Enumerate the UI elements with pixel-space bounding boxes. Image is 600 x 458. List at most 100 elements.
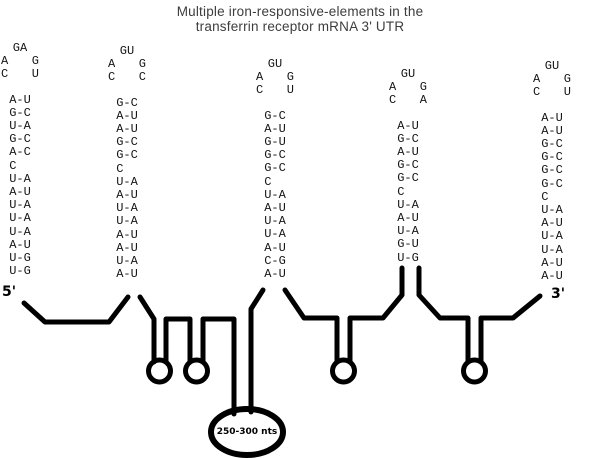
loop-base: C <box>108 70 116 85</box>
base-pair: A-U <box>9 185 31 200</box>
base-pair: A-U <box>9 237 31 252</box>
base-pair: A-U <box>397 118 419 133</box>
five-prime-end-label: 5' <box>2 284 17 300</box>
base-pair: A-U <box>541 110 563 125</box>
base-pair: U-A <box>9 171 31 186</box>
small-hairpin-loop-1 <box>146 357 173 385</box>
loop-base: A <box>1 54 9 69</box>
loop-base: A <box>533 72 541 87</box>
title-line-1: Multiple iron-responsive-elements in the <box>176 4 424 19</box>
loop-base: G <box>286 70 294 85</box>
base-pair: U-A <box>397 197 419 212</box>
base-pair: U-A <box>9 211 31 226</box>
backbone-bridge-2-to-bigloop <box>200 316 237 417</box>
loop-base: C <box>256 83 264 98</box>
base-pair: U-A <box>541 229 563 244</box>
loop-top-bases: GU <box>544 59 560 73</box>
base-pair: G-C <box>397 158 419 173</box>
base-pair: G-C <box>541 137 563 152</box>
loop-base: C <box>1 67 9 82</box>
base-pair: G-C <box>9 132 31 147</box>
small-hairpin-loop-4 <box>461 357 488 385</box>
loop-base: G <box>138 57 146 72</box>
base-pair: G-C <box>541 150 563 165</box>
base-pair: G-C <box>116 135 138 150</box>
base-pair: U-A <box>397 224 419 239</box>
base-pair: A-U <box>397 211 419 226</box>
diagram-title: Multiple iron-responsive-elements in the… <box>0 4 600 34</box>
small-hairpin-loop-3 <box>330 357 357 385</box>
base-pair: G-C <box>397 131 419 146</box>
base-pair: A-U <box>116 227 138 242</box>
loop-top-bases: GU <box>119 44 135 58</box>
loop-base: G <box>563 72 571 87</box>
base-pair: G-C <box>264 108 286 123</box>
loop-base: G <box>419 80 427 95</box>
base-pair: A-U <box>264 121 286 136</box>
base-pair: U-A <box>264 227 286 242</box>
base-pair: U-A <box>9 198 31 213</box>
loop-base: A <box>108 57 116 72</box>
base-pair: U-A <box>9 224 31 239</box>
base-pair: A-C <box>9 145 31 160</box>
base-pair: G-C <box>116 148 138 163</box>
loop-top-bases: GU <box>400 67 416 81</box>
base-pair: A-U <box>264 201 286 216</box>
loop-top-bases: GA <box>12 41 28 55</box>
base-pair: A-U <box>264 267 286 282</box>
base-pair: A-U <box>397 145 419 160</box>
base-pair: A-U <box>116 122 138 137</box>
base-pair: U-A <box>541 242 563 257</box>
backbone-bridge-3-to-stem4 <box>347 265 405 365</box>
base-pair: U-A <box>9 119 31 134</box>
base-pair: U-G <box>397 250 419 265</box>
stem-loop-3: GUAGCUG-CA-UG-UG-CG-CC-UU-AA-UU-AU-AA-UC… <box>256 57 294 282</box>
base-pair: G-C <box>541 163 563 178</box>
base-pair: A-U <box>116 108 138 123</box>
bulge-base: C-U <box>397 184 405 199</box>
base-pair: A-U <box>541 123 563 138</box>
base-pair: U-A <box>264 214 286 229</box>
backbone-bigloop-to-stem3 <box>248 287 266 415</box>
bulge-base: C-U <box>116 161 124 176</box>
base-pair: C-G <box>264 253 286 268</box>
loop-base: C <box>138 70 146 85</box>
base-pair: A-U <box>541 216 563 231</box>
base-pair: G-C <box>264 161 286 176</box>
base-pair: G-U <box>264 135 286 150</box>
stem-loop-5: GUAGCUA-UA-UG-CG-CG-CG-CC-UU-AA-UU-AU-AA… <box>533 59 571 283</box>
base-pair: U-A <box>116 201 138 216</box>
big-loop-size-label: 250-300 nts <box>216 427 278 437</box>
loop-base: U <box>286 83 294 98</box>
base-pair: U-A <box>116 214 138 229</box>
base-pair: G-C <box>397 171 419 186</box>
base-pair: U-G <box>9 251 31 266</box>
big-loop-250-300-nts <box>208 406 286 458</box>
base-pair: U-A <box>264 187 286 202</box>
loop-top-bases: GU <box>267 57 283 71</box>
three-prime-end-label: 3' <box>551 286 566 302</box>
bulge-base: C-U <box>541 189 549 204</box>
base-pair: G-C <box>116 95 138 110</box>
bulge-base: C-U <box>9 158 17 173</box>
small-hairpin-loop-2 <box>183 357 210 385</box>
base-pair: G-U <box>397 237 419 252</box>
base-pair: G-C <box>264 148 286 163</box>
backbone-bridge-4-to-stem5 <box>478 293 543 365</box>
loop-base: U <box>563 85 571 100</box>
base-pair: U-A <box>116 254 138 269</box>
